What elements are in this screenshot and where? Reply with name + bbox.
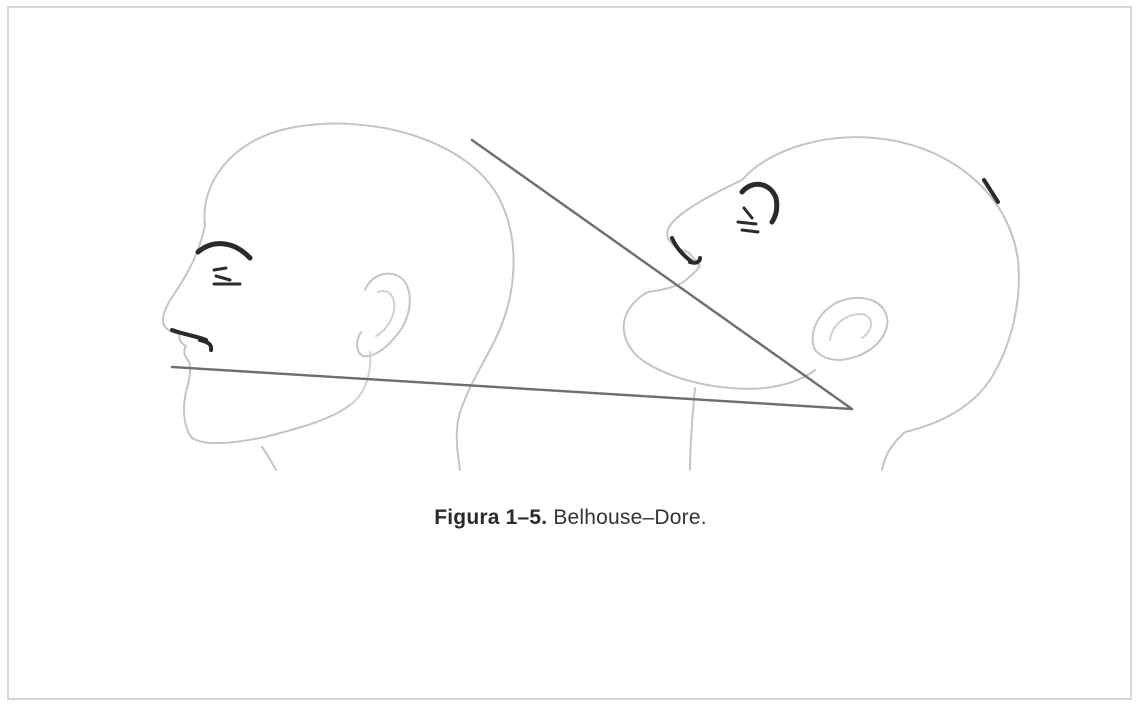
head-neutral-outline — [204, 124, 513, 470]
face-extended-profile — [624, 180, 815, 389]
head-neutral — [163, 124, 514, 470]
ear-neutral-inner — [376, 291, 394, 336]
figure-label: Figura 1–5. — [434, 506, 547, 529]
face-neutral-features — [172, 244, 250, 350]
head-extended-outline — [742, 137, 1019, 470]
ear-neutral — [357, 274, 410, 357]
head-extended — [624, 137, 1019, 470]
eyebrow-neutral — [198, 244, 250, 258]
figure-title: Belhouse–Dore. — [547, 506, 706, 529]
figure-caption: Figura 1–5. Belhouse–Dore. — [0, 506, 1141, 530]
nose-extended — [672, 238, 700, 263]
oblique-axis-line — [472, 140, 852, 409]
face-extended-features — [672, 180, 998, 263]
ear-extended-inner — [830, 314, 871, 340]
nose-neutral — [172, 330, 211, 350]
alignment-lines — [172, 140, 852, 409]
ear-extended — [813, 298, 888, 360]
neck-neutral-front — [262, 447, 276, 470]
eye-extended — [738, 208, 758, 232]
eye-neutral — [214, 268, 240, 284]
eyebrow-extended — [742, 184, 777, 222]
